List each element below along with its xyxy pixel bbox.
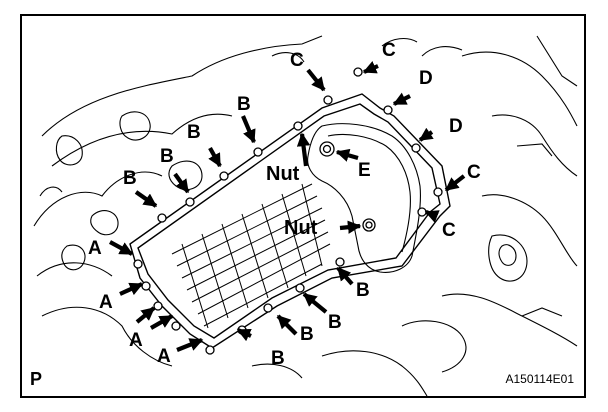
bolts [133, 67, 443, 355]
oil-pan-grid [171, 183, 331, 329]
bolt [323, 95, 333, 105]
figure-code: A150114E01 [505, 372, 574, 386]
oil-pan-flange [129, 93, 451, 349]
callout-label: C [382, 40, 396, 61]
oil-pan-illustration: A A A A B B B B B B B B C C C C D D E Nu… [33, 35, 578, 396]
bolt [295, 283, 305, 293]
callout-label: B [123, 168, 137, 189]
bolt [433, 187, 443, 197]
callout-label: D [419, 68, 433, 89]
callout-label: E [358, 160, 371, 181]
panel-letter: P [30, 369, 43, 389]
bolt [253, 147, 263, 157]
baffle-plate [307, 123, 421, 273]
callout-label: C [467, 162, 481, 183]
callout-label: B [187, 122, 201, 143]
callout-label: A [129, 330, 143, 351]
bolt [219, 171, 229, 181]
bolt [141, 281, 151, 291]
callout-label: B [328, 312, 342, 333]
bolt [263, 303, 273, 313]
callout-label: C [442, 220, 456, 241]
bolt [153, 301, 163, 311]
bolt [383, 105, 393, 115]
callout-arrows [108, 61, 466, 352]
bolt [293, 121, 303, 131]
bolt [335, 257, 345, 267]
callout-label: B [237, 94, 251, 115]
callout-label: A [99, 292, 113, 313]
callout-label: B [356, 280, 370, 301]
bolt [205, 345, 215, 355]
bolt [322, 144, 332, 154]
bolt [411, 143, 421, 153]
engine-background [33, 35, 578, 396]
callout-label-nut: Nut [284, 217, 318, 239]
callout-label: D [449, 116, 463, 137]
callout-label: B [300, 324, 314, 345]
callout-label: B [160, 146, 174, 167]
callout-label: C [290, 50, 304, 71]
bolt [185, 197, 195, 207]
callout-label: A [157, 346, 171, 367]
callout-labels: A A A A B B B B B B B B C C C C D D E Nu… [88, 40, 481, 369]
bolt [133, 259, 143, 269]
bolt [157, 213, 167, 223]
bolt [365, 221, 373, 229]
callout-label: B [271, 348, 285, 369]
callout-label: A [88, 238, 102, 259]
bolt [353, 67, 363, 77]
bolt [417, 207, 427, 217]
diagram-frame: A A A A B B B B B B B B C C C C D D E Nu… [20, 14, 586, 398]
bolt [171, 321, 181, 331]
callout-label-nut: Nut [266, 163, 300, 185]
